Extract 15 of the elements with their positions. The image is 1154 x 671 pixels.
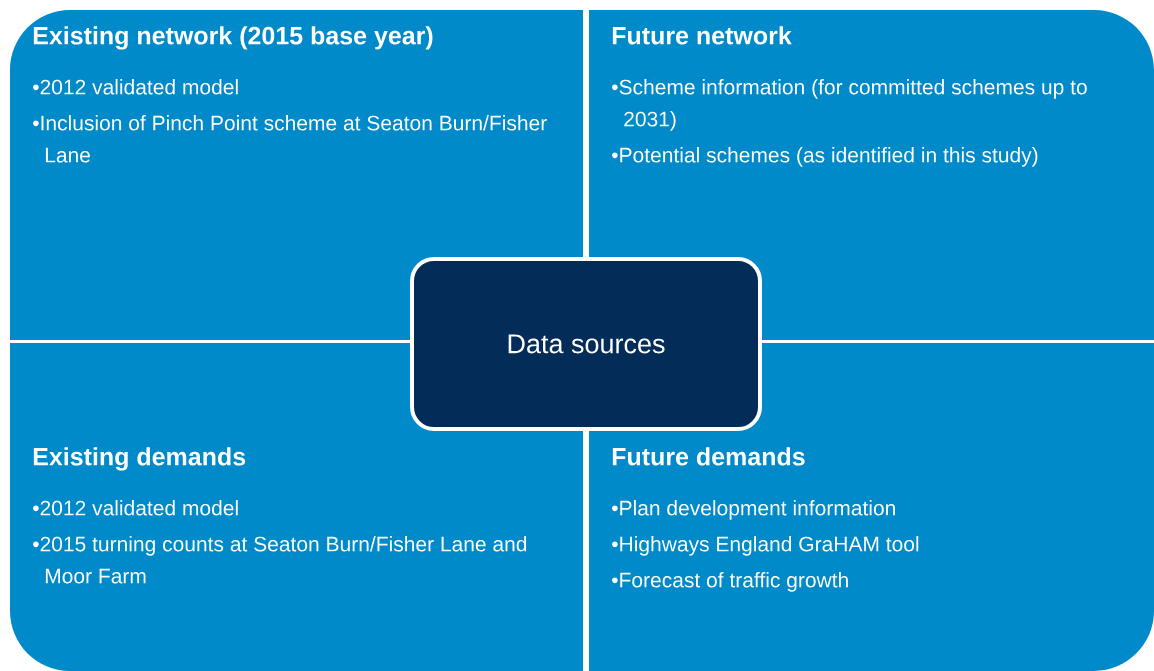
panel-heading: Existing demands <box>33 447 246 471</box>
bullet-item: •Inclusion of Pinch Point scheme at Seaton Burn/Fisher Lane <box>33 115 547 163</box>
panel-heading: Future network <box>612 26 792 45</box>
bullet-item: •Forecast of traffic growth <box>612 572 848 592</box>
panel-heading: Future demands <box>612 447 805 466</box>
bullet-item: •2015 turning counts at Seaton Burn/Fisher Lane and Moor Farm <box>33 536 527 584</box>
center-box: Data sources <box>410 257 762 431</box>
bullet-item: •2012 validated model <box>33 79 238 95</box>
panel-heading: Existing network (2015 base year) <box>33 26 433 50</box>
bullet-item: •Potential schemes (as identified in this study) <box>612 147 1038 167</box>
bullet-item: •Scheme information (for committed schemes up to 2031) <box>612 79 1087 131</box>
bullet-item: •Highways England GraHAM tool <box>612 536 919 556</box>
bullet-item: •2012 validated model <box>33 500 238 516</box>
bullet-item: •Plan development information <box>612 500 895 520</box>
quadrant-panel <box>589 10 1154 340</box>
